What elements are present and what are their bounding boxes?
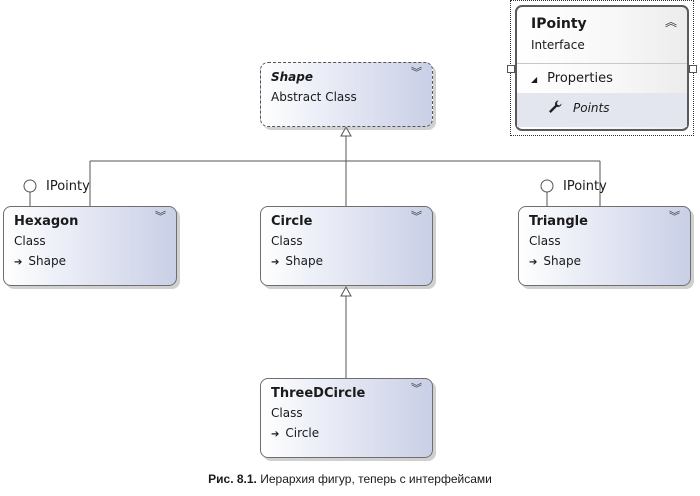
properties-section-header[interactable]: ◢Properties: [531, 71, 613, 86]
double-chevron-down-icon[interactable]: ︾: [669, 210, 680, 223]
double-chevron-down-icon[interactable]: ︾: [411, 66, 422, 79]
ipointy-interface-box[interactable]: IPointy Interface ︽ ◢Properties Points: [507, 0, 697, 136]
divider: [517, 63, 687, 64]
hexagon-class-box[interactable]: Hexagon Class ➔Shape ︾: [3, 206, 177, 286]
class-name: Shape: [271, 70, 314, 84]
class-kind: Class: [271, 234, 303, 248]
resize-handle-right[interactable]: [689, 65, 697, 73]
triangle-interface-label: IPointy: [563, 179, 607, 194]
figure-caption: Рис. 8.1. Иерархия фигур, теперь с интер…: [208, 472, 492, 486]
double-chevron-down-icon[interactable]: ︾: [411, 210, 422, 223]
shape-inheritance-arrow: [340, 125, 352, 137]
double-chevron-down-icon[interactable]: ︾: [155, 210, 166, 223]
double-chevron-up-icon[interactable]: ︽: [664, 15, 677, 29]
wrench-icon: [549, 100, 562, 113]
class-kind: Class: [529, 234, 561, 248]
collapse-triangle-icon: ◢: [531, 75, 538, 84]
inherits-arrow-icon: ➔: [271, 257, 280, 268]
base-class: ➔Shape: [14, 254, 66, 268]
base-class: ➔Shape: [529, 254, 581, 268]
base-class: ➔Shape: [271, 254, 323, 268]
class-kind: Class: [14, 234, 46, 248]
triangle-class-box[interactable]: Triangle Class ➔Shape ︾: [518, 206, 691, 286]
shape-class-box[interactable]: Shape Abstract Class ︾: [260, 62, 433, 127]
interface-name: IPointy: [531, 16, 587, 32]
ipointy-interface-inner: IPointy Interface ︽ ◢Properties Points: [515, 5, 689, 131]
class-kind: Abstract Class: [271, 90, 357, 104]
class-name: Hexagon: [14, 214, 79, 229]
class-name: Circle: [271, 214, 313, 229]
property-row[interactable]: Points: [517, 93, 687, 127]
hexagon-interface-label: IPointy: [46, 179, 90, 194]
double-chevron-down-icon[interactable]: ︾: [411, 382, 422, 395]
class-name: ThreeDCircle: [271, 386, 366, 401]
class-name: Triangle: [529, 214, 588, 229]
class-kind: Class: [271, 406, 303, 420]
hexagon-lollipop-circle: [23, 179, 37, 193]
inherits-arrow-icon: ➔: [14, 257, 23, 268]
triangle-lollipop-circle: [540, 179, 554, 193]
circle-class-box[interactable]: Circle Class ➔Shape ︾: [260, 206, 433, 286]
property-name: Points: [573, 101, 610, 115]
base-class: ➔Circle: [271, 426, 320, 440]
resize-handle-left[interactable]: [507, 65, 515, 73]
circle-inheritance-arrow: [340, 285, 352, 297]
threedcircle-class-box[interactable]: ThreeDCircle Class ➔Circle ︾: [260, 378, 433, 458]
inherits-arrow-icon: ➔: [529, 257, 538, 268]
interface-kind: Interface: [531, 38, 585, 52]
inherits-arrow-icon: ➔: [271, 429, 280, 440]
